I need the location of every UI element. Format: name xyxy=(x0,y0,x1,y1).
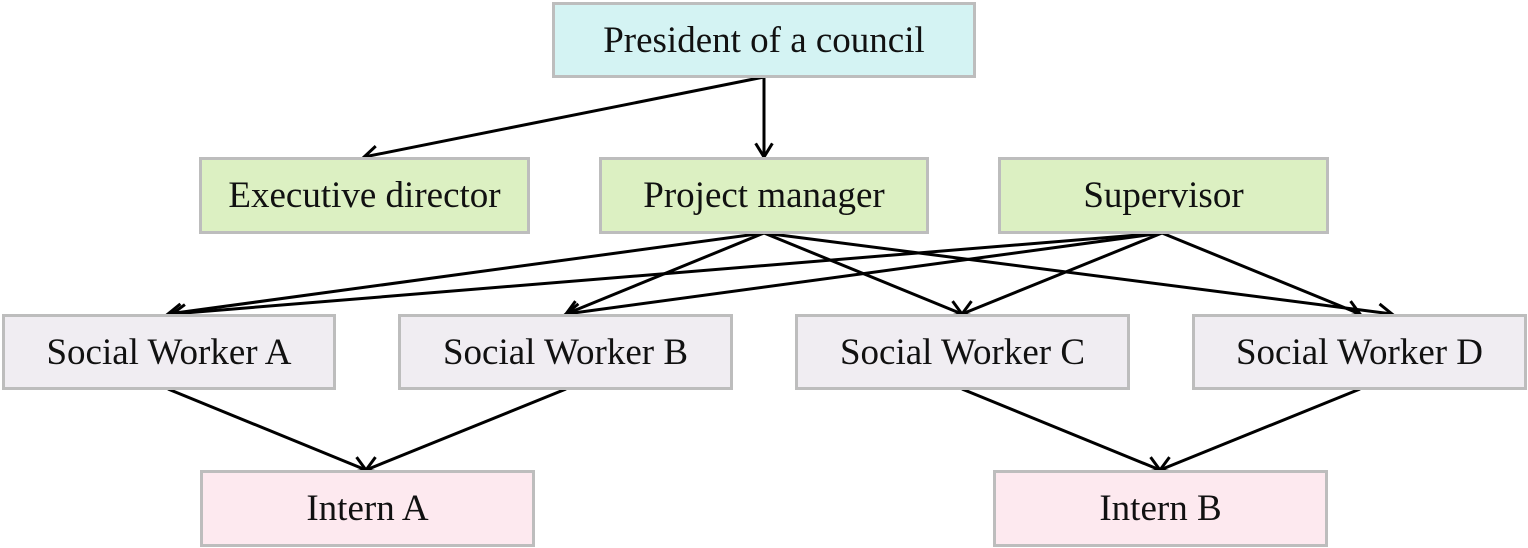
node-project-manager: Project manager xyxy=(599,157,929,234)
edge-line xyxy=(167,231,765,316)
node-social-worker-c: Social Worker C xyxy=(795,314,1130,390)
node-supervisor: Supervisor xyxy=(998,157,1329,234)
edge-line xyxy=(565,231,1163,316)
edge-line xyxy=(1161,231,1361,316)
node-intern-b: Intern B xyxy=(993,470,1328,547)
node-social-worker-b: Social Worker B xyxy=(398,314,733,390)
node-social-worker-d: Social Worker D xyxy=(1192,314,1527,390)
edge-social_worker_d-to-intern_b xyxy=(1157,387,1361,475)
edge-line xyxy=(961,387,1161,472)
edge-social_worker_c-to-intern_b xyxy=(961,387,1163,475)
edge-president-to-project_manager xyxy=(754,77,774,160)
edge-social_worker_a-to-intern_a xyxy=(167,387,369,475)
edge-line xyxy=(171,231,1163,316)
edge-line xyxy=(1159,387,1361,472)
node-president: President of a council xyxy=(552,2,976,78)
edge-line xyxy=(363,75,765,159)
node-executive-director: Executive director xyxy=(199,157,530,234)
edge-line xyxy=(365,387,567,472)
edge-president-to-executive_director xyxy=(361,75,765,164)
node-intern-a: Intern A xyxy=(200,470,535,547)
edge-line xyxy=(763,231,1393,316)
edge-line xyxy=(961,231,1163,316)
edge-supervisor-to-social_worker_d xyxy=(1161,231,1363,319)
edge-line xyxy=(167,387,367,472)
node-social-worker-a: Social Worker A xyxy=(2,314,336,390)
edge-social_worker_b-to-intern_a xyxy=(363,387,567,475)
edge-project_manager-to-social_worker_d xyxy=(763,231,1395,322)
